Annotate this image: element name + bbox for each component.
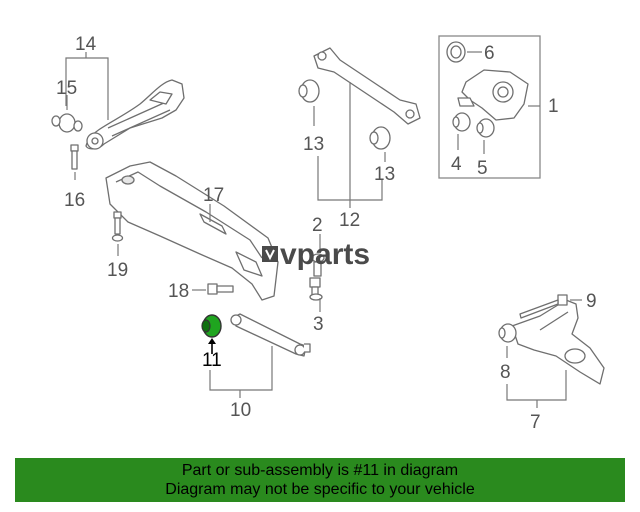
callout-6: 6 [484, 43, 495, 64]
bolt-9-part [519, 294, 568, 319]
lower-link-part [230, 313, 311, 357]
bolt-2-part [311, 253, 325, 277]
banner-line-1: Part or sub-assembly is #11 in diagram [181, 462, 459, 479]
bolt-19-part [111, 211, 124, 242]
callout-12: 12 [339, 210, 360, 231]
callout-19: 19 [107, 260, 128, 281]
watermark-text: vparts [280, 238, 370, 271]
info-banner: Part or sub-assembly is #11 in diagram D… [15, 458, 625, 502]
callout-1: 1 [548, 96, 559, 117]
seal-6-part [446, 41, 466, 63]
callout-14: 14 [75, 34, 97, 55]
callout-5: 5 [477, 158, 488, 179]
bushing-5-part [476, 118, 495, 138]
callout-15: 15 [56, 78, 77, 99]
parts-diagram: 14 15 16 17 19 18 2 3 [51, 34, 605, 433]
crossmember-part [105, 161, 279, 301]
bushing-4-part [452, 112, 471, 132]
callout-13a: 13 [303, 134, 324, 155]
callout-18: 18 [168, 281, 189, 302]
callout-9: 9 [586, 291, 597, 312]
callout-2: 2 [312, 215, 323, 236]
callout-11-highlighted: 11 [202, 350, 222, 371]
bushing-15-part [51, 113, 83, 133]
bushing-8-part [498, 323, 517, 343]
leader-12 [317, 82, 383, 208]
callout-7: 7 [530, 412, 541, 433]
lower-arm-part [511, 299, 605, 385]
knuckle-group-box [438, 35, 541, 179]
bushing-13a-part [298, 79, 320, 103]
leader-7 [506, 370, 567, 408]
callout-16: 16 [64, 190, 85, 211]
bushing-13b-part [369, 126, 391, 150]
callout-3: 3 [313, 314, 324, 335]
leader-10 [209, 346, 273, 398]
bushing-11-part-highlighted [201, 314, 222, 338]
bolt-18-part [207, 283, 234, 295]
banner-line-2: Diagram may not be specific to your vehi… [165, 481, 475, 498]
bolt-3-part [309, 277, 323, 301]
callout-10: 10 [230, 400, 251, 421]
callout-17: 17 [203, 185, 224, 206]
callout-8: 8 [500, 362, 511, 383]
callout-4: 4 [451, 154, 462, 175]
upper-link-part [313, 47, 421, 125]
vparts-watermark: vparts [262, 238, 370, 271]
leader-14 [65, 52, 109, 120]
trailing-arm-part [85, 79, 185, 150]
bolt-16-part [70, 144, 79, 170]
knuckle-part [457, 69, 529, 121]
leader-11-arrow [208, 338, 216, 344]
callout-13b: 13 [374, 164, 395, 185]
